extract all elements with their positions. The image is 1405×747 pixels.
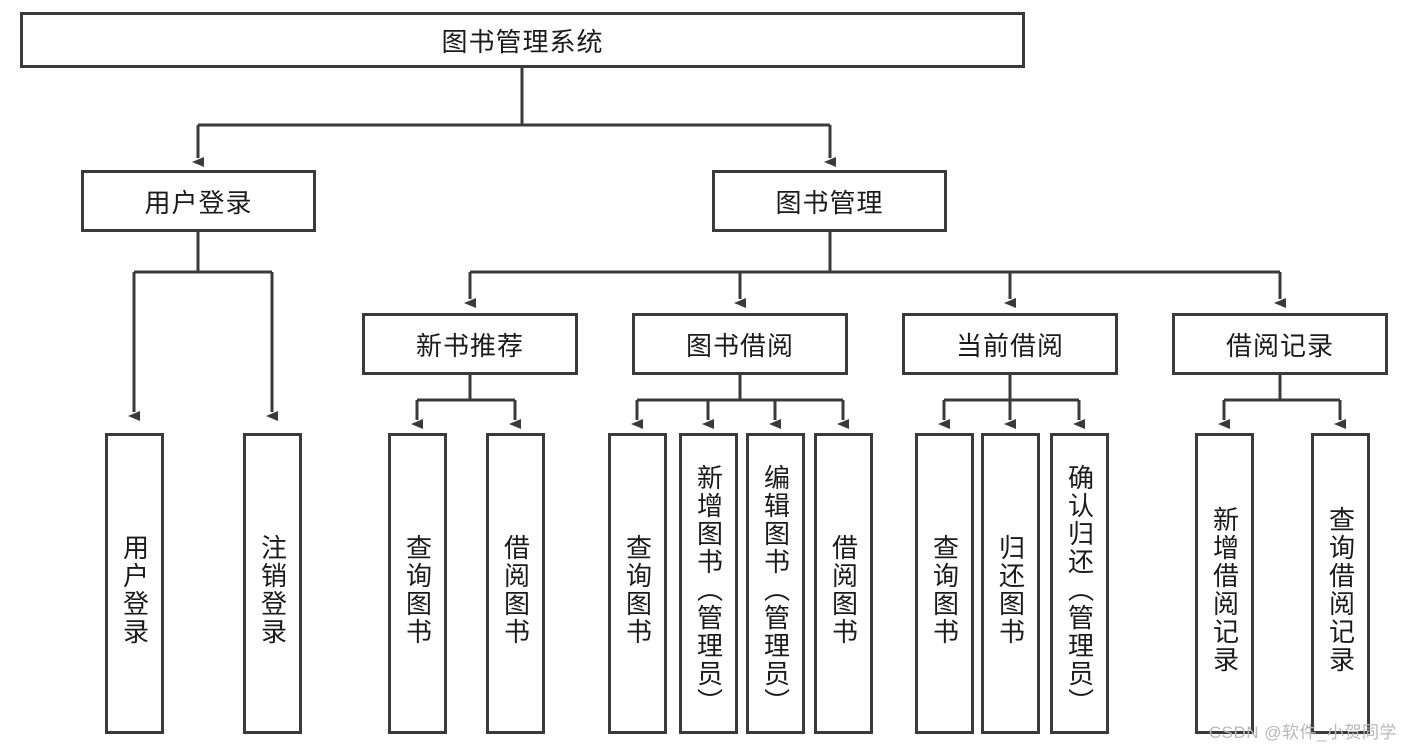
leaf-borrow-book-2[interactable]: 借阅图书 [814, 433, 873, 734]
leaf-borrow-book-1[interactable]: 借阅图书 [486, 433, 545, 734]
node-label: 用户登录 [144, 187, 253, 218]
leaf-query-book-3[interactable]: 查询图书 [915, 433, 974, 734]
leaf-return-book[interactable]: 归还图书 [981, 433, 1040, 734]
node-root-book-management-system[interactable]: 图书管理系统 [20, 12, 1025, 68]
leaf-add-borrowing-record[interactable]: 新增借阅记录 [1195, 433, 1254, 734]
leaf-query-book-1[interactable]: 查询图书 [388, 433, 447, 734]
node-label: 新书推荐 [415, 330, 524, 361]
node-book-borrowing[interactable]: 图书借阅 [632, 313, 848, 375]
node-label: 查询图书 [402, 533, 433, 646]
node-label: 新增借阅记录 [1209, 505, 1240, 674]
node-label: 借阅图书 [828, 533, 859, 646]
node-current-borrowing[interactable]: 当前借阅 [902, 313, 1118, 375]
leaf-add-book-admin[interactable]: 新增图书（管理员） [679, 433, 738, 734]
node-label: 借阅记录 [1225, 330, 1334, 361]
node-borrowing-record[interactable]: 借阅记录 [1172, 313, 1388, 375]
node-user-login[interactable]: 用户登录 [81, 170, 316, 232]
node-label: 查询图书 [929, 533, 960, 646]
node-label: 确认归还（管理员） [1064, 463, 1095, 716]
node-label: 图书管理系统 [441, 26, 604, 57]
node-label: 当前借阅 [955, 330, 1064, 361]
node-book-management[interactable]: 图书管理 [712, 170, 947, 232]
leaf-edit-book-admin[interactable]: 编辑图书（管理员） [746, 433, 805, 734]
node-label: 编辑图书（管理员） [760, 463, 791, 716]
node-label: 借阅图书 [500, 533, 531, 646]
node-label: 查询借阅记录 [1325, 505, 1356, 674]
node-label: 新增图书（管理员） [693, 463, 724, 716]
node-label: 注销登录 [257, 533, 288, 646]
leaf-logout[interactable]: 注销登录 [243, 433, 302, 734]
node-new-book-recommendation[interactable]: 新书推荐 [362, 313, 578, 375]
node-label: 用户登录 [119, 533, 150, 646]
leaf-query-book-2[interactable]: 查询图书 [608, 433, 667, 734]
node-label: 查询图书 [622, 533, 653, 646]
node-label: 图书管理 [775, 187, 884, 218]
node-label: 图书借阅 [685, 330, 794, 361]
leaf-confirm-return-admin[interactable]: 确认归还（管理员） [1050, 433, 1109, 734]
leaf-user-login[interactable]: 用户登录 [105, 433, 164, 734]
node-label: 归还图书 [995, 533, 1026, 646]
leaf-query-borrowing-record[interactable]: 查询借阅记录 [1311, 433, 1370, 734]
